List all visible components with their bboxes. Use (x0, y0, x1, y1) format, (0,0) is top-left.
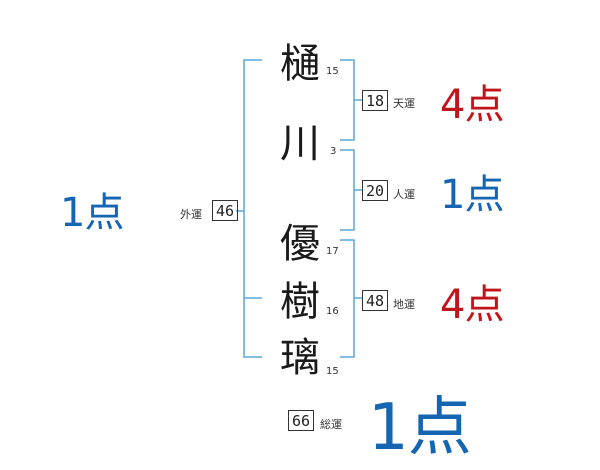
soukaku-value-box: 66 (288, 410, 314, 431)
soukaku-label: 総運 (320, 418, 342, 431)
tenkaku-score: 4点 (440, 82, 504, 128)
stroke-count-2: 3 (330, 146, 337, 157)
gaikaku-value-box: 46 (212, 200, 238, 221)
stroke-count-5: 15 (326, 366, 339, 377)
gaikaku-label: 外運 (180, 208, 202, 221)
tenkaku-bracket (340, 59, 355, 141)
chikaku-bracket (340, 239, 355, 358)
name-char-1: 樋 (280, 41, 320, 87)
jinkaku-label: 人運 (393, 188, 415, 201)
name-char-4: 樹 (280, 279, 320, 325)
chikaku-label: 地運 (393, 298, 415, 311)
chikaku-score: 4点 (440, 282, 504, 328)
stroke-count-3: 17 (326, 246, 339, 257)
chikaku-value-box: 48 (362, 290, 388, 311)
tenkaku-label: 天運 (393, 97, 415, 110)
tenkaku-value-box: 18 (362, 90, 388, 111)
jinkaku-value-box: 20 (362, 180, 388, 201)
name-char-2: 川 (280, 121, 320, 167)
stroke-count-4: 16 (326, 306, 339, 317)
name-char-3: 優 (280, 221, 320, 267)
name-char-5: 璃 (280, 335, 320, 381)
jinkaku-score: 1点 (440, 172, 504, 218)
stroke-count-1: 15 (326, 66, 339, 77)
jinkaku-bracket (340, 149, 355, 231)
soukaku-score: 1点 (368, 391, 472, 465)
gaikaku-score: 1点 (60, 190, 124, 236)
gaikaku-bracket (243, 59, 262, 358)
